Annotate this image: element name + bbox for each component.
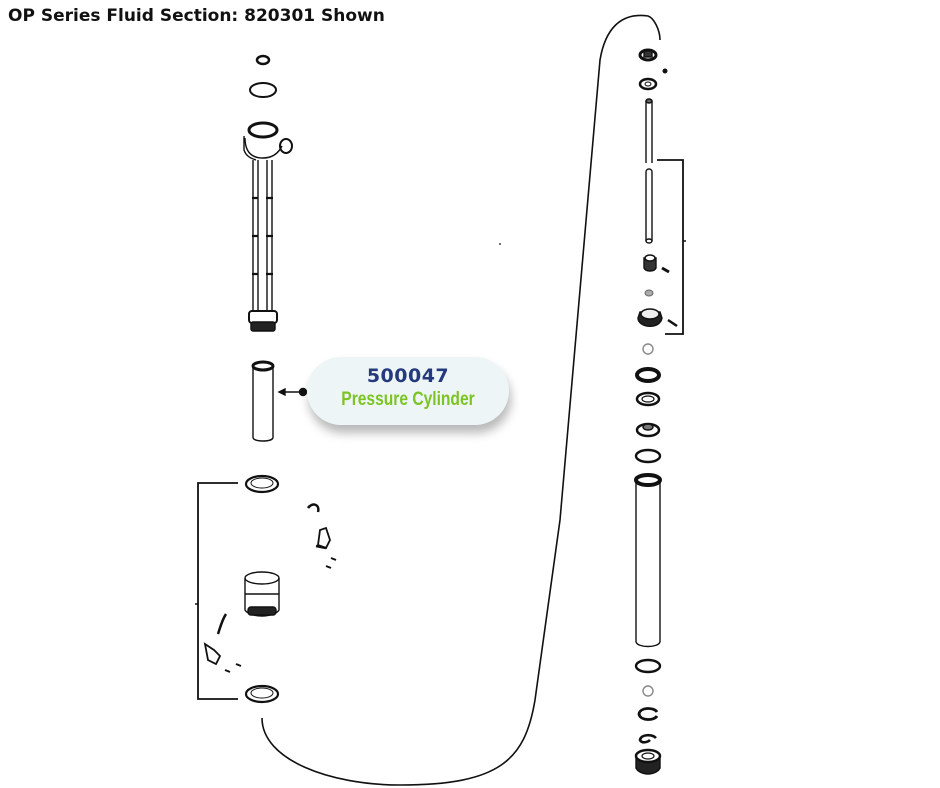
pins-upper-icon (325, 557, 337, 569)
oring-small-icon (642, 343, 654, 355)
piston-valve-icon (643, 254, 657, 272)
pin-upper-icon (661, 266, 670, 274)
pressure-cylinder-icon[interactable] (251, 360, 275, 442)
page-title: OP Series Fluid Section: 820301 Shown (8, 6, 385, 26)
left-seal-icon (255, 54, 271, 66)
callout-pointer-arrow (277, 387, 308, 397)
right-group-bracket (657, 159, 684, 335)
part-callout-pressure-cylinder[interactable]: 500047 Pressure Cylinder (307, 357, 509, 425)
left-group-bracket (197, 482, 238, 700)
oring-mid-icon (634, 448, 662, 464)
callout-part-number: 500047 (366, 365, 450, 387)
piston-icon (637, 308, 663, 327)
packing-black-icon (635, 367, 661, 383)
manifold-housing-icon (243, 121, 293, 332)
retaining-ring-icon (637, 707, 659, 721)
clip-lower-icon (216, 613, 228, 635)
displacement-rod-icon (645, 168, 653, 244)
pin-lower-icon (667, 318, 678, 328)
gasket-ring-top-icon (244, 474, 280, 494)
washer-icon (644, 289, 654, 297)
connecting-rod-icon (645, 98, 653, 163)
foot-valve-icon (634, 748, 662, 775)
packing-nut-icon (638, 48, 658, 62)
valve-body-icon (244, 571, 280, 617)
clip-upper-icon (306, 503, 320, 513)
packing-cup-icon (635, 422, 661, 438)
cylinder-sleeve-icon (634, 473, 662, 648)
ball-lower-icon (642, 685, 654, 697)
left-oring-icon (249, 82, 277, 98)
callout-part-description: Pressure Cylinder (341, 389, 475, 410)
oring-lower-icon (634, 658, 662, 674)
pins-lower-icon (224, 663, 242, 673)
ball-top-icon (662, 68, 668, 74)
gland-icon (638, 77, 658, 91)
packing-gray-icon (635, 391, 661, 407)
spring-latch-lower-icon (203, 642, 222, 666)
gasket-ring-bottom-icon (244, 684, 280, 704)
connector-line (261, 14, 661, 786)
spring-latch-upper-icon (315, 526, 331, 550)
clip-right-icon (638, 733, 657, 744)
